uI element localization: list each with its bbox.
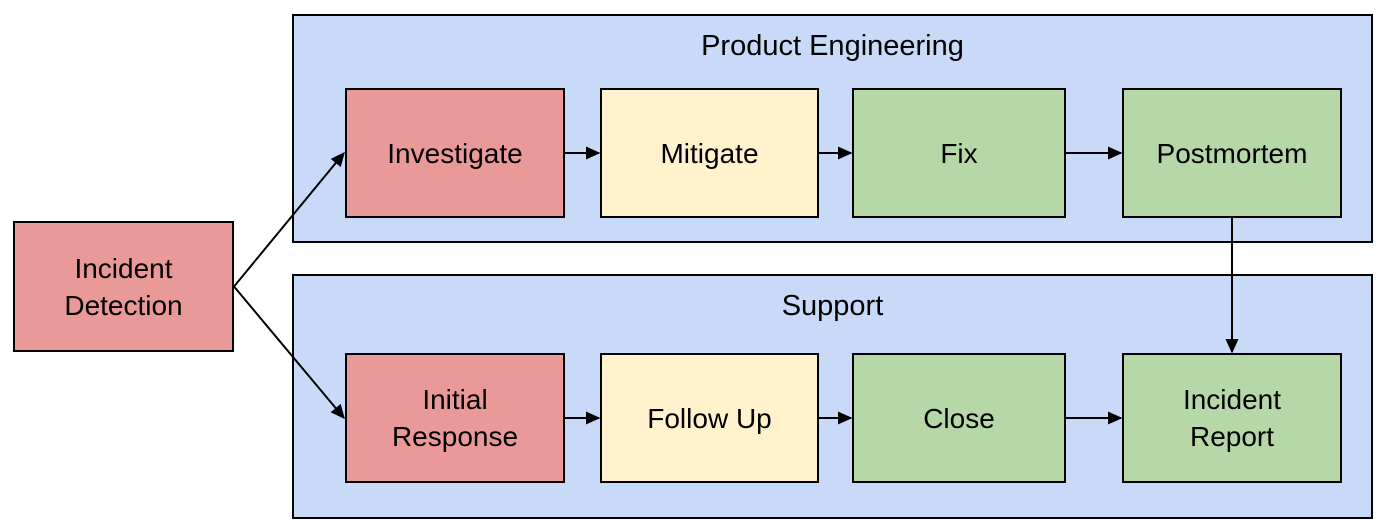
node-label-close: Close	[923, 402, 995, 434]
lane-title-support: Support	[781, 290, 884, 322]
node-initial-response: Initial Response	[345, 353, 565, 483]
node-label-fix: Fix	[940, 137, 978, 169]
node-follow-up: Follow Up	[600, 353, 819, 483]
node-incident-report: Incident Report	[1122, 353, 1342, 483]
node-label-follow-up: Follow Up	[647, 402, 772, 434]
node-label-initial-response: Initial Response	[391, 384, 519, 452]
node-label-investigate: Investigate	[387, 137, 523, 169]
lane-title-product-engineering: Product Engineering	[701, 30, 964, 62]
node-close: Close	[852, 353, 1066, 483]
node-incident-detection: Incident Detection	[13, 221, 234, 352]
node-investigate: Investigate	[345, 88, 565, 218]
node-mitigate: Mitigate	[600, 88, 819, 218]
node-label-incident-detection: Incident Detection	[64, 252, 183, 321]
node-label-postmortem: Postmortem	[1156, 137, 1308, 169]
node-label-incident-report: Incident Report	[1182, 384, 1282, 452]
node-postmortem: Postmortem	[1122, 88, 1342, 218]
node-label-mitigate: Mitigate	[660, 137, 759, 169]
node-fix: Fix	[852, 88, 1066, 218]
